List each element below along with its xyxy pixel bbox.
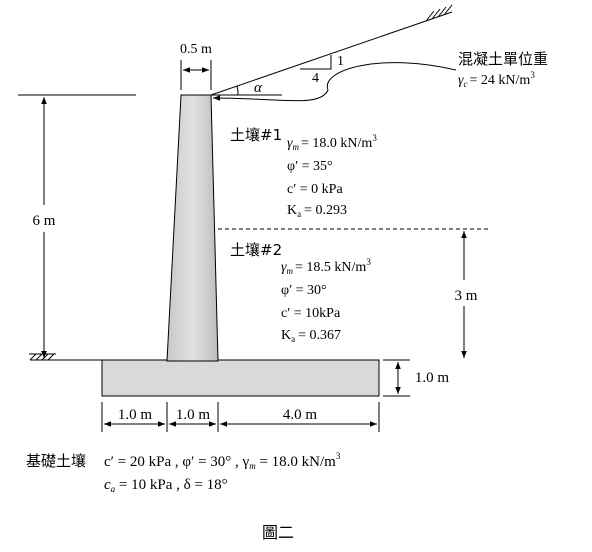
dim-toe-label: 1.0 m [118,407,153,423]
soil1-c: c′ = 0 kPa [287,182,343,197]
dim-3m-label: 3 m [455,288,478,304]
slope-rise-label: 1 [337,54,344,69]
slope-triangle [300,55,332,70]
figure-caption: 圖二 [262,523,294,542]
dim-stem-top-label: 0.5 m [180,42,212,57]
soil1-ka: Ka= 0.293 [287,203,347,219]
wall-stem [166,94,219,362]
ground-hatch-left [29,353,56,361]
dim-6m-label: 6 m [33,213,56,229]
alpha-label: α [254,80,263,96]
foundation-line2: ca = 10 kPa , δ = 18° [104,477,228,494]
alpha-arc [236,85,239,96]
dim-base-label: 1.0 m [415,370,450,386]
soil2-gamma: γm= 18.5 kN/m3 [281,257,371,276]
soil1-label: 土壤#1 [230,126,282,144]
foundation-line1: c′ = 20 kPa , φ′ = 30° , γm = 18.0 kN/m3 [104,451,341,471]
soil2-c: c′ = 10kPa [281,306,341,321]
soil2-ka: Ka= 0.367 [281,328,341,344]
dim-stem-base-label: 1.0 m [176,407,211,423]
dim-heel-label: 4.0 m [283,407,318,423]
soil1-phi: φ′ = 35° [287,159,333,174]
slope-run-label: 4 [312,71,319,86]
concrete-gamma: γc= 24 kN/m3 [458,70,535,89]
concrete-label: 混凝土單位重 [458,50,548,68]
foundation-label: 基礎土壤 [26,452,86,470]
soil1-gamma: γm= 18.0 kN/m3 [287,133,377,152]
soil2-phi: φ′ = 30° [281,283,327,298]
soil2-label: 土壤#2 [230,241,282,259]
wall-base [101,359,380,397]
backfill-slope [210,11,453,96]
concrete-leader [212,62,457,102]
slope-hatch [425,4,453,22]
